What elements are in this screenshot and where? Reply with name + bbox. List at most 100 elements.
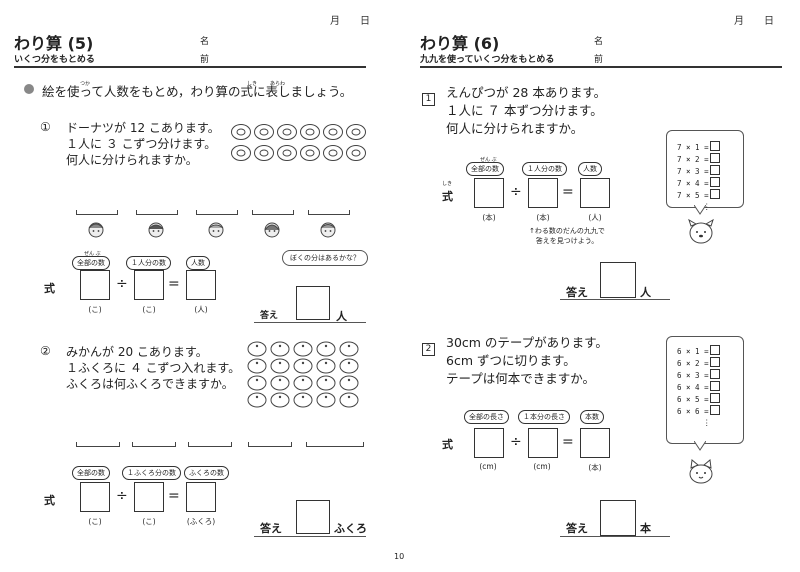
problem-text: 30cm のテープがあります。 6cm ずつに切ります。 テープは何本できますか… <box>446 335 608 386</box>
page-subtitle: いくつ分をもとめる <box>14 55 95 65</box>
label-piece-count: 本数 <box>580 410 604 424</box>
blank-box[interactable] <box>709 381 720 391</box>
group-bracket <box>196 210 238 215</box>
date-day: 日 <box>764 16 774 27</box>
blank-box[interactable] <box>709 189 720 199</box>
blank-box[interactable] <box>709 405 720 415</box>
orange-icon <box>293 392 313 408</box>
question-number: ② <box>40 344 51 358</box>
answer-box-per-person[interactable] <box>134 270 164 300</box>
header-rule <box>420 66 782 68</box>
child-face-icon <box>264 222 280 238</box>
child-face-icon <box>320 222 336 238</box>
blank-box[interactable] <box>709 357 720 367</box>
label-total-length: 全部の長さ <box>464 410 509 424</box>
orange-icon <box>316 375 336 391</box>
hint-text: ↑わる数のだんの九九で 答えを見つけよう。 <box>529 227 605 245</box>
blank-box[interactable] <box>709 393 720 403</box>
answer-label: 答え <box>566 286 588 299</box>
label-per-bag: １ふくろ分の数 <box>122 466 181 480</box>
blank-box[interactable] <box>709 369 720 379</box>
group-bracket <box>136 210 178 215</box>
answer-unit: 人 <box>640 286 651 299</box>
group-bracket <box>306 442 364 447</box>
divide-sign: ÷ <box>116 488 128 504</box>
orange-icon <box>270 392 290 408</box>
name-label: 名 <box>594 37 604 47</box>
label-total: 全部の数 <box>466 162 504 176</box>
continuation-dots: ⋮ <box>703 202 711 211</box>
orange-icon <box>293 375 313 391</box>
blank-box[interactable] <box>709 141 720 151</box>
times-table-row: 7 × 2 = <box>677 153 743 165</box>
group-bracket <box>308 210 350 215</box>
answer-box[interactable] <box>296 500 330 534</box>
blank-box[interactable] <box>709 153 720 163</box>
orange-illustration <box>246 340 366 410</box>
times-table-row: 6 × 4 = <box>677 381 743 393</box>
answer-box-piece-count[interactable] <box>580 428 610 458</box>
name-label: 前 <box>200 55 210 65</box>
formula-label: 式 <box>442 190 453 203</box>
question-text: みかんが 20 こあります。 １ふくろに ４ こずつ入れます。 ふくろは何ふくろ… <box>66 345 241 391</box>
orange-icon <box>293 358 313 374</box>
label-total: 全部の数 <box>72 466 110 480</box>
answer-box-total[interactable] <box>80 270 110 300</box>
label-count: 人数 <box>186 256 210 270</box>
instruction-text: 絵を使って人数をもとめ，わり算の式に表しましょう。 <box>42 84 353 99</box>
name-label: 名 <box>200 37 210 47</box>
child-face-icon <box>88 222 104 238</box>
problem-number: 1 <box>422 93 435 106</box>
problem-text: えんぴつが 28 本あります。 １人に ７ 本ずつ分けます。 何人に分けられます… <box>446 85 607 136</box>
continuation-dots: ⋮ <box>703 418 711 427</box>
orange-icon <box>270 358 290 374</box>
problem-number: 2 <box>422 343 435 356</box>
answer-box[interactable] <box>600 500 636 536</box>
answer-box-count[interactable] <box>580 178 610 208</box>
answer-line <box>254 536 366 537</box>
group-bracket <box>132 442 176 447</box>
question-number: ① <box>40 120 51 134</box>
answer-box[interactable] <box>600 262 636 298</box>
formula-label: 式 <box>442 438 453 451</box>
donut-illustration <box>230 122 370 164</box>
bullet-icon <box>24 84 34 94</box>
equals-sign: = <box>562 434 574 450</box>
times-table-row: 7 × 1 = <box>677 141 743 153</box>
orange-icon <box>339 375 359 391</box>
orange-icon <box>316 392 336 408</box>
answer-box-total[interactable] <box>80 482 110 512</box>
answer-box-bag-count[interactable] <box>186 482 216 512</box>
answer-box[interactable] <box>296 286 330 320</box>
answer-box-count[interactable] <box>186 270 216 300</box>
blank-box[interactable] <box>709 177 720 187</box>
answer-box-total-length[interactable] <box>474 428 504 458</box>
times-table-row: 6 × 6 = <box>677 405 743 417</box>
divide-sign: ÷ <box>116 276 128 292</box>
answer-unit: ふくろ <box>334 522 367 535</box>
equals-sign: = <box>168 276 180 292</box>
answer-box-per-bag[interactable] <box>134 482 164 512</box>
times-table-row: 7 × 3 = <box>677 165 743 177</box>
label-length-per-piece: １本分の長さ <box>518 410 570 424</box>
blank-box[interactable] <box>709 165 720 175</box>
blank-box[interactable] <box>709 345 720 355</box>
group-bracket <box>248 442 292 447</box>
question-text: ドーナツが 12 こあります。 １人に ３ こずつ分けます。 何人に分けられます… <box>66 121 220 167</box>
answer-line <box>560 536 670 537</box>
group-bracket <box>76 442 120 447</box>
times-table-row: 7 × 4 = <box>677 177 743 189</box>
answer-box-per-person[interactable] <box>528 178 558 208</box>
panel-pointer <box>694 205 706 215</box>
group-bracket <box>76 210 118 215</box>
times-table-row: 6 × 2 = <box>677 357 743 369</box>
speech-bubble: ぼくの分はあるかな？ <box>282 250 368 266</box>
orange-icon <box>339 392 359 408</box>
worksheet-page-right: 月 日 わり算 (6) 九九を使っていくつ分をもとめる 名 前 1 えんぴつが … <box>400 0 800 572</box>
orange-icon <box>270 341 290 357</box>
answer-box-length-per-piece[interactable] <box>528 428 558 458</box>
equals-sign: = <box>168 488 180 504</box>
answer-box-total[interactable] <box>474 178 504 208</box>
answer-line <box>254 322 366 323</box>
dog-icon <box>688 218 714 244</box>
